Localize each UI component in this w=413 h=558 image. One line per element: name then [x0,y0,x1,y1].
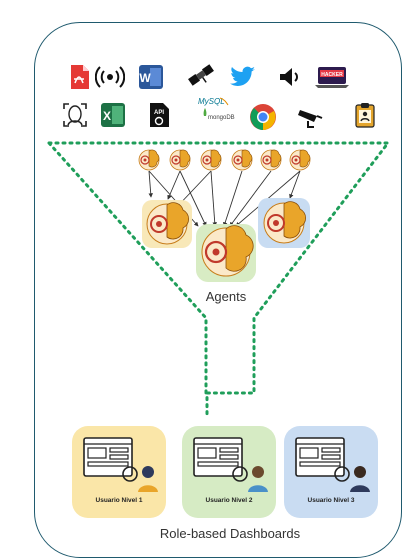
funnel-outline [47,141,392,420]
small-agent-3 [200,149,222,171]
dashboard-user-level-2: Usuario Nivel 2 [182,426,276,518]
hacker-text: HACKER [321,72,343,78]
api-text: API [154,110,164,116]
dashboard-user-level-3: Usuario Nivel 3 [284,426,378,518]
chrome-icon [248,102,278,132]
dashboard-label-1: Usuario Nivel 1 [95,497,143,504]
small-agent-6 [289,149,311,171]
pdf-icon [64,62,94,92]
api-file-icon: API [144,100,174,130]
small-agent-4 [231,149,253,171]
small-agent-5 [260,149,282,171]
svg-text:X: X [103,109,111,123]
wireless-signal-icon [95,62,125,92]
agent-yellow [142,200,192,248]
satellite-icon [186,60,216,90]
dashboard-label-3: Usuario Nivel 3 [307,497,355,504]
small-agent-1 [138,149,160,171]
dashboard-monitor-icon [295,437,370,492]
dashboard-user-level-1: Usuario Nivel 1 [72,426,166,518]
speaker-icon [274,62,304,92]
word-icon: W [136,62,166,92]
excel-icon: X [98,100,128,130]
agents-label: Agents [205,289,247,304]
dashboard-monitor-icon [193,437,268,492]
agent-blue [258,198,310,248]
agent-green [196,224,256,282]
clipboard-icon [350,100,380,130]
hacker-laptop-icon: HACKER [314,62,350,92]
dashboard-label-2: Usuario Nivel 2 [205,497,253,504]
small-agent-2 [169,149,191,171]
svg-text:W: W [139,71,151,85]
mysql-text: MySQL [198,97,225,106]
twitter-icon [228,62,258,92]
face-scan-icon [60,100,90,130]
security-camera-icon [296,102,326,132]
dashboards-title: Role-based Dashboards [159,526,301,541]
mongodb-text: mongoDB [208,115,235,121]
dashboard-monitor-icon [83,437,158,492]
mysql-mongodb-icon: MySQL mongoDB [194,92,242,128]
